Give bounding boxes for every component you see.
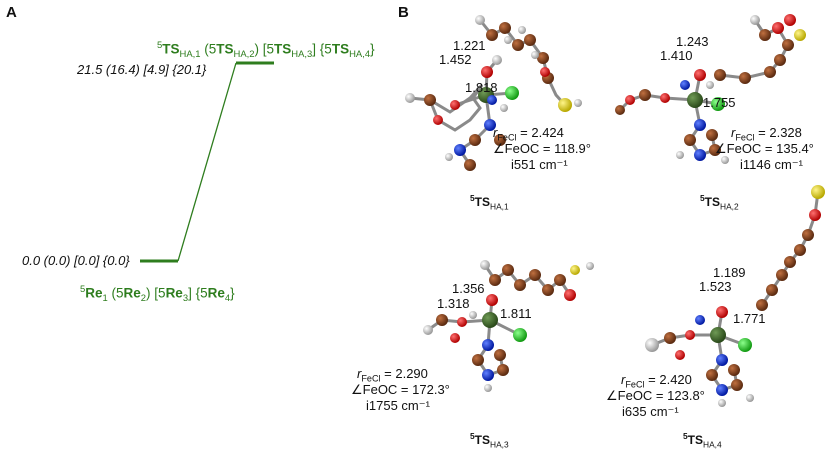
ts3-distance-1: 1.356 bbox=[452, 281, 485, 296]
ts4-distance-1: 1.189 bbox=[713, 265, 746, 280]
panel-label-b: B bbox=[398, 4, 409, 21]
ts2-distance-3: 1.755 bbox=[703, 95, 736, 110]
atoms-ts3 bbox=[423, 260, 594, 392]
ts1-distance-2: 1.452 bbox=[439, 52, 472, 67]
ts2-frequency: i1146 cm⁻¹ bbox=[740, 157, 803, 172]
connector-line bbox=[177, 62, 237, 262]
panel-label-a: A bbox=[6, 4, 17, 21]
ts4-frequency: i635 cm⁻¹ bbox=[622, 404, 679, 419]
ts3-distance-2: 1.318 bbox=[437, 296, 470, 311]
ts2-distance-2: 1.410 bbox=[660, 48, 693, 63]
ts3-label: 5TSHA,3 bbox=[470, 431, 509, 450]
ts-energy-values: 21.5 (16.4) [4.9] {20.1} bbox=[77, 62, 207, 77]
ts3-r-fecl: rFeCl = 2.290 bbox=[357, 366, 428, 384]
ts4-distance-3: 1.771 bbox=[733, 311, 766, 326]
atoms-ts4 bbox=[645, 185, 825, 407]
ts3-angle: ∠FeOC = 172.3° bbox=[351, 382, 450, 397]
ts1-distance-1: 1.221 bbox=[453, 38, 486, 53]
ts4-label: 5TSHA,4 bbox=[683, 431, 722, 450]
ts1-r-fecl: rFeCl = 2.424 bbox=[493, 125, 564, 143]
ts4-r-fecl: rFeCl = 2.420 bbox=[621, 372, 692, 390]
ts2-distance-1: 1.243 bbox=[676, 34, 709, 49]
ts2-label: 5TSHA,2 bbox=[700, 193, 739, 212]
reactant-level-label: 5Re1 (5Re2) [5Re3] {5Re4} bbox=[80, 284, 235, 305]
ts3-frequency: i1755 cm⁻¹ bbox=[366, 398, 430, 413]
molecule-ts4 bbox=[651, 191, 820, 392]
ts4-distance-2: 1.523 bbox=[699, 279, 732, 294]
ts3-distance-3: 1.811 bbox=[500, 306, 532, 321]
ts1-label: 5TSHA,1 bbox=[470, 193, 509, 212]
atoms-ts1 bbox=[405, 15, 582, 171]
ts2-angle: ∠FeOC = 135.4° bbox=[715, 141, 814, 156]
ts1-frequency: i551 cm⁻¹ bbox=[511, 157, 568, 172]
ts4-angle: ∠FeOC = 123.8° bbox=[606, 388, 705, 403]
ts2-r-fecl: rFeCl = 2.328 bbox=[731, 125, 802, 143]
atoms-ts2 bbox=[615, 14, 806, 164]
ts-level-label: 5TSHA,1 (5TSHA,2) [5TSHA,3] {5TSHA,4} bbox=[157, 40, 375, 61]
reactant-energy-values: 0.0 (0.0) [0.0] {0.0} bbox=[22, 253, 130, 268]
ts1-angle: ∠FeOC = 118.9° bbox=[493, 141, 591, 156]
ts1-distance-3: 1.818 bbox=[465, 80, 498, 95]
